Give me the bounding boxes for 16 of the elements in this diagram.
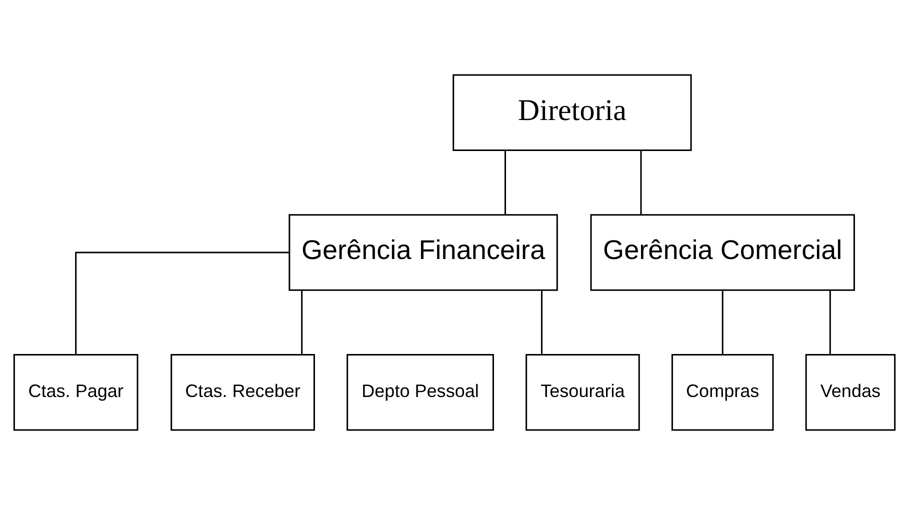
connector — [540, 290, 542, 355]
connector — [640, 150, 642, 215]
node-box: Depto Pessoal — [346, 354, 494, 431]
connector — [829, 290, 831, 355]
node-box: Gerência Comercial — [590, 214, 855, 291]
node-box: Ctas. Pagar — [13, 354, 138, 431]
node-box: Compras — [671, 354, 774, 431]
node-box: Tesouraria — [526, 354, 640, 431]
connector — [504, 150, 506, 215]
node-box: Vendas — [805, 354, 896, 431]
connector — [301, 290, 303, 355]
node-box: Ctas. Receber — [170, 354, 315, 431]
connector — [75, 252, 289, 354]
connector — [722, 290, 724, 355]
node-box: Diretoria — [452, 74, 692, 151]
node-box: Gerência Financeira — [288, 214, 558, 291]
